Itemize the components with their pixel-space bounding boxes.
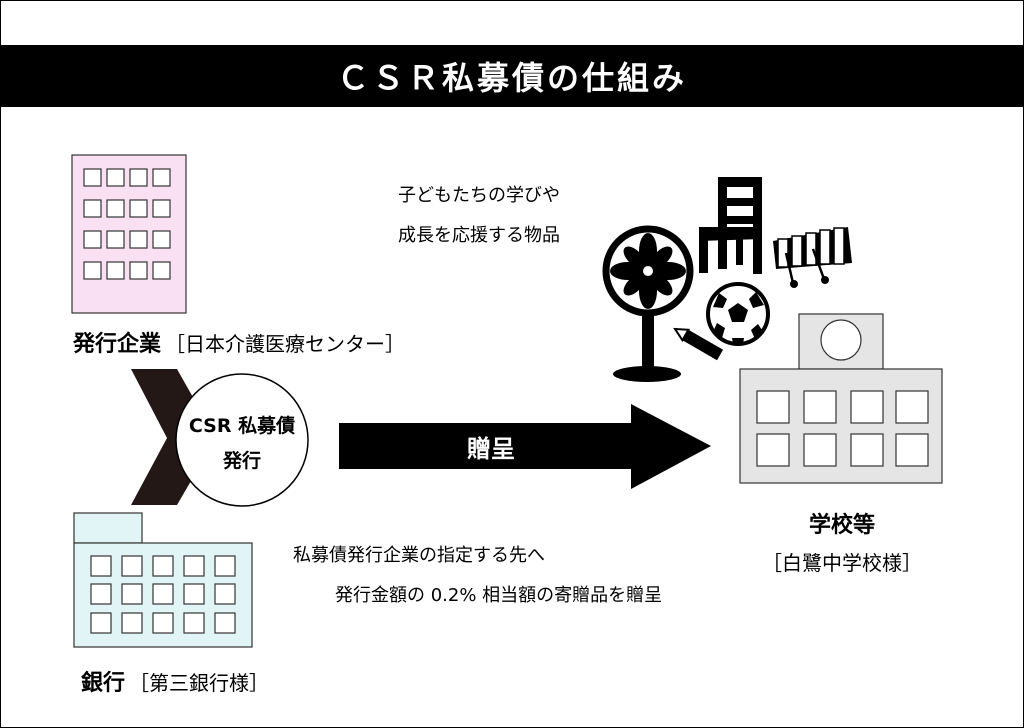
description: 私募債発行企業の指定する先へ 発行金額の 0.2% 相当額の寄贈品を贈呈	[293, 541, 662, 607]
school-label: 学校等 ［白鷺中学校様］	[741, 507, 943, 576]
bank-name: 銀行	[81, 671, 126, 696]
xylophone-icon	[773, 227, 852, 288]
bond-text: CSR 私募債 発行	[176, 411, 308, 473]
bank-detail: ［第三銀行様］	[129, 671, 270, 695]
bond-line1: CSR 私募債	[188, 415, 296, 437]
items-caption: 子どもたちの学びや 成長を応援する物品	[398, 181, 560, 247]
issuer-name: 発行企業	[73, 332, 162, 357]
bank-label: 銀行［第三銀行様］	[81, 665, 269, 697]
title-bar: ＣＳＲ私募債の仕組み	[1, 45, 1023, 107]
items-caption-line1: 子どもたちの学びや	[398, 185, 560, 206]
gift-label-wrap: 贈呈	[467, 429, 515, 464]
chair-icon	[699, 177, 762, 274]
items-caption-line2: 成長を応援する物品	[398, 225, 560, 246]
issuer-label: 発行企業［日本介護医療センター］	[73, 326, 405, 358]
school-building-icon	[739, 313, 943, 484]
pencil-icon	[673, 327, 724, 361]
school-name: 学校等	[808, 513, 875, 538]
diagram-title: ＣＳＲ私募債の仕組み	[336, 59, 687, 97]
gift-label: 贈呈	[467, 435, 515, 463]
issuer-detail: ［日本介護医療センター］	[165, 332, 406, 356]
description-line1: 私募債発行企業の指定する先へ	[293, 545, 545, 566]
description-line2: 発行金額の 0.2% 相当額の寄贈品を贈呈	[335, 585, 663, 606]
bank-building-icon	[73, 512, 253, 648]
gift-arrow	[339, 404, 711, 489]
school-detail: ［白鷺中学校様］	[762, 551, 922, 575]
bond-circle	[175, 373, 309, 507]
soccer-ball-icon	[706, 282, 770, 346]
bond-line2: 発行	[222, 450, 261, 472]
office-building-icon	[71, 154, 187, 314]
fan-icon	[602, 225, 694, 382]
